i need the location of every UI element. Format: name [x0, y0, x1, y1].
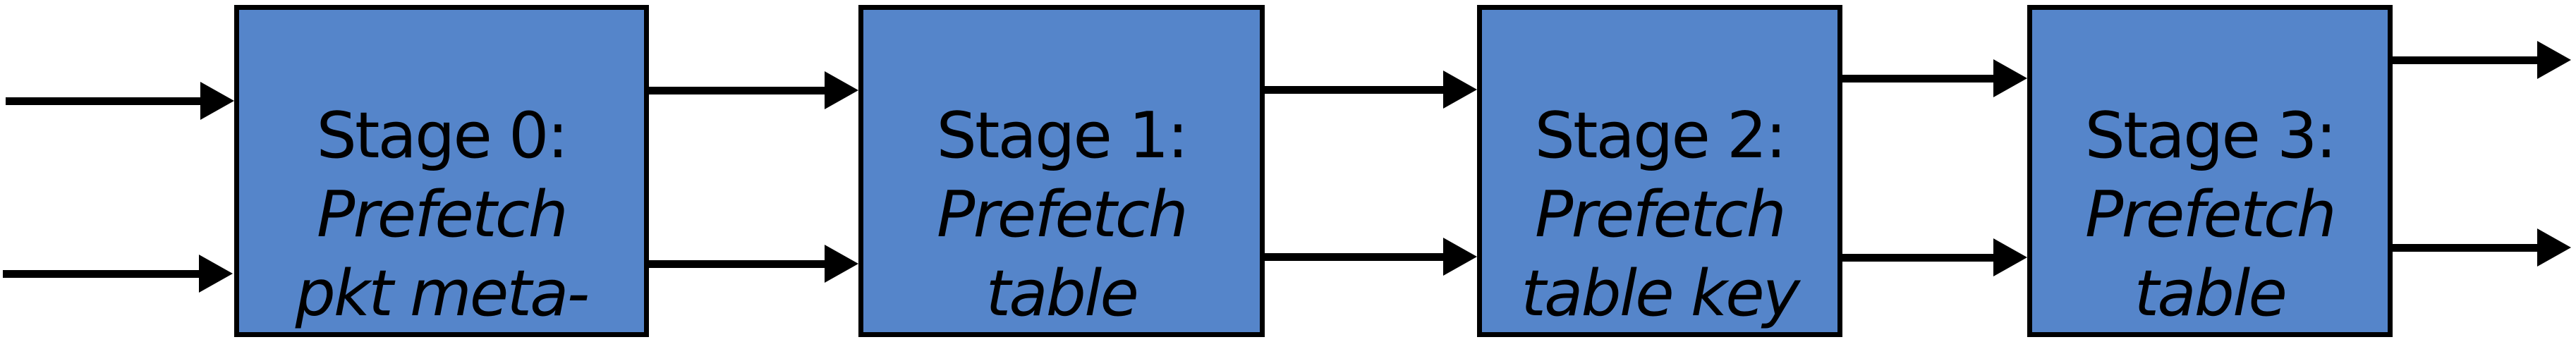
stage-subtitle-line: Prefetch [2085, 178, 2337, 252]
arrow-head-icon [2537, 228, 2571, 267]
stage-3-label: Stage 3: Prefetch table [2032, 97, 2388, 334]
arrow-shaft [2393, 244, 2540, 252]
arrow-shaft [6, 97, 203, 105]
stage-title: Stage 1: [936, 99, 1189, 173]
stage-subtitle-line: table [985, 257, 1139, 331]
arrow-head-icon [825, 245, 858, 283]
arrow-shaft [3, 270, 202, 278]
stage-2-label: Stage 2: Prefetch table key [1482, 97, 1837, 334]
stage-box-1: Stage 1: Prefetch table [858, 5, 1265, 337]
arrow-shaft [649, 260, 827, 268]
arrow-head-icon [2537, 41, 2571, 79]
arrow-head-icon [1443, 238, 1477, 276]
stage-box-0: Stage 0: Prefetch pkt meta- [234, 5, 649, 337]
arrow-head-icon [199, 255, 233, 293]
arrow-head-icon [1993, 59, 2027, 97]
arrow-shaft [2393, 56, 2540, 64]
stage-subtitle-line: Prefetch [317, 178, 569, 252]
arrow-shaft [1265, 253, 1446, 261]
stage-1-label: Stage 1: Prefetch table [863, 97, 1260, 334]
stage-title: Stage 0: [316, 99, 569, 173]
stage-box-3: Stage 3: Prefetch table [2027, 5, 2393, 337]
stage-subtitle-line: Prefetch [1535, 178, 1787, 252]
arrow-shaft [1842, 75, 1996, 83]
stage-subtitle-line: pkt meta- [295, 257, 590, 331]
arrow-head-icon [1993, 238, 2027, 276]
stage-subtitle-line: Prefetch [937, 178, 1189, 252]
arrow-shaft [649, 87, 827, 94]
stage-box-2: Stage 2: Prefetch table key [1477, 5, 1842, 337]
arrow-head-icon [200, 82, 234, 120]
arrow-shaft [1842, 254, 1996, 262]
stage-title: Stage 3: [2084, 99, 2337, 173]
stage-0-label: Stage 0: Prefetch pkt meta- [239, 97, 644, 334]
arrow-head-icon [825, 71, 858, 109]
stage-title: Stage 2: [1534, 99, 1787, 173]
arrow-head-icon [1443, 71, 1477, 109]
stage-subtitle-line: table [2134, 257, 2288, 331]
arrow-shaft [1265, 86, 1446, 94]
stage-subtitle-line: table key [1521, 257, 1800, 331]
